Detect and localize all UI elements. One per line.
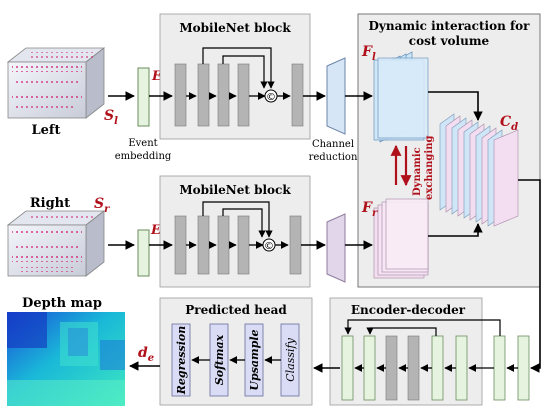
dynamic-title-1: Dynamic interaction for	[369, 19, 531, 33]
s-right-symbol: Sr	[94, 196, 110, 215]
d-e-symbol: de	[138, 345, 154, 364]
channel-reduction-top	[326, 57, 346, 135]
predicted-head-title: Predicted head	[185, 303, 287, 317]
head-step-regression: Regression	[175, 326, 188, 396]
concat-icon: ©	[264, 241, 274, 252]
depth-map-title: Depth map	[22, 296, 102, 311]
predicted-head-block: Predicted head Regression Softmax Upsamp…	[159, 297, 313, 406]
right-event-volume	[6, 210, 106, 277]
channel-reduction-caption-1: Channel	[312, 139, 354, 150]
mobilenet-title-top: MobileNet block	[179, 21, 291, 35]
head-step-classify: Classify	[284, 337, 297, 381]
c-d-symbol: Cd	[500, 114, 518, 133]
s-left-symbol: Sl	[104, 108, 118, 127]
encoder-decoder-block: Encoder-decoder	[329, 297, 530, 406]
right-label: Right	[30, 196, 70, 211]
depth-map-image	[7, 312, 125, 406]
feature-stack-left	[373, 51, 429, 143]
mobilenet-block-bottom: MobileNet block ©	[159, 175, 311, 288]
channel-reduction-bottom	[326, 213, 346, 283]
mobilenet-block-top: MobileNet block ©	[159, 13, 311, 140]
f-right-symbol: Fr	[361, 200, 378, 219]
exchange-caption-2: exchanging	[424, 136, 435, 201]
channel-reduction-caption-2: reduction	[309, 152, 358, 163]
cost-volume	[439, 113, 519, 227]
mobilenet-title-bottom: MobileNet block	[179, 183, 291, 197]
event-embedding-right	[137, 229, 150, 277]
exchange-caption-1: Dynamic	[412, 147, 423, 196]
embedding-caption-1: Event	[128, 138, 157, 149]
embedding-caption-2: embedding	[115, 151, 172, 162]
head-step-softmax: Softmax	[213, 334, 226, 385]
feature-stack-right	[373, 198, 429, 279]
left-event-volume	[6, 47, 106, 119]
dynamic-title-2: cost volume	[409, 34, 490, 48]
event-embedding-left	[137, 67, 150, 127]
concat-icon: ©	[266, 92, 276, 103]
encoder-decoder-title: Encoder-decoder	[351, 303, 466, 317]
f-left-symbol: Fl	[361, 44, 376, 63]
head-step-upsample: Upsample	[248, 329, 261, 390]
left-label: Left	[31, 123, 60, 138]
